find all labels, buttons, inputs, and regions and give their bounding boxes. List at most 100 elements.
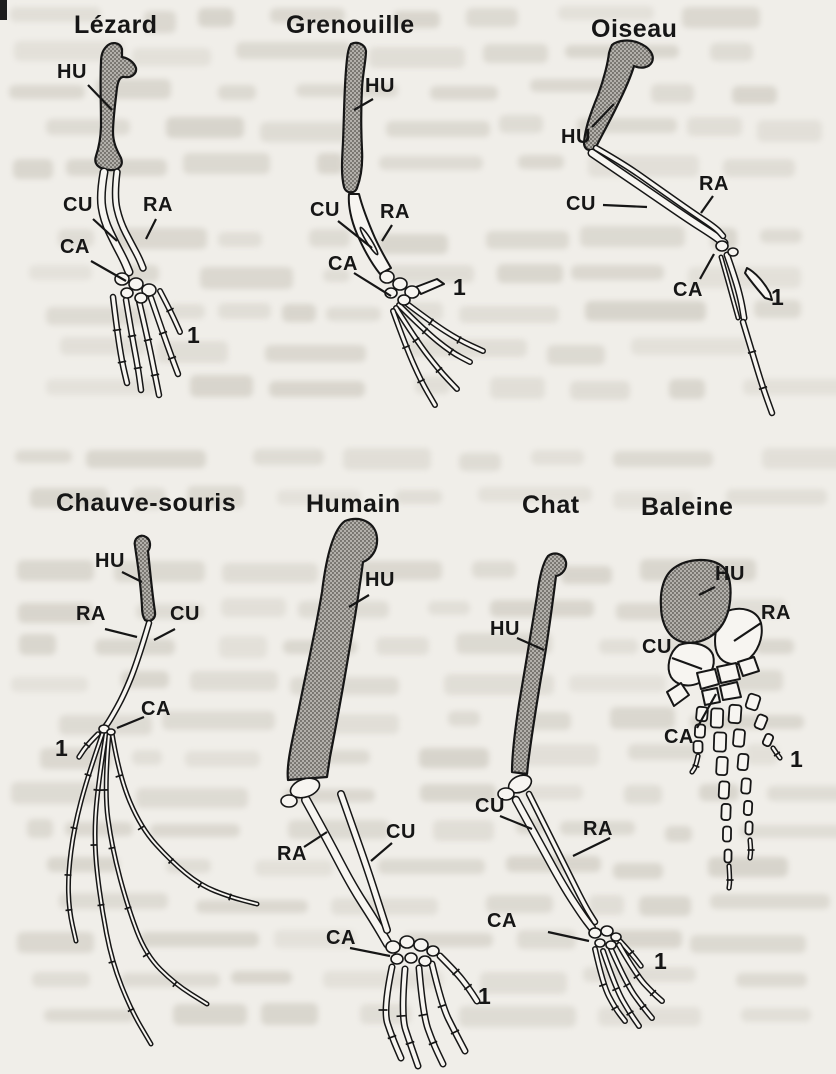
bleed-text-blob <box>427 600 471 616</box>
bleed-text-blob <box>585 301 706 321</box>
bleed-text-blob <box>485 894 554 914</box>
cat-leader-line <box>547 930 590 943</box>
bleed-text-blob <box>623 785 663 804</box>
lizard-label-HU: HU <box>57 61 87 83</box>
bleed-text-blob <box>217 84 257 100</box>
human-leader-line <box>370 842 393 862</box>
bat-leader-line <box>121 571 143 583</box>
bleed-text-blob <box>393 11 441 29</box>
scan-artifact <box>0 0 7 20</box>
bleed-text-blob <box>753 300 802 318</box>
panel-title-frog: Grenouille <box>286 11 415 39</box>
frog-label-HU: HU <box>365 75 395 97</box>
bleed-text-blob <box>190 375 253 397</box>
bleed-text-blob <box>9 7 101 23</box>
bleed-text-blob <box>186 485 245 508</box>
bleed-text-blob <box>580 226 685 247</box>
bleed-text-blob <box>218 232 262 247</box>
human-label-RA: RA <box>277 843 307 865</box>
bleed-text-blob <box>686 117 742 136</box>
bleed-text-blob <box>569 380 631 401</box>
bleed-text-blob <box>485 230 569 249</box>
bleed-text-blob <box>132 749 162 765</box>
lizard-skeleton <box>87 42 183 399</box>
bleed-text-blob <box>709 43 754 62</box>
bleed-text-blob <box>433 820 494 841</box>
bleed-text-blob <box>322 268 351 283</box>
bleed-text-blob <box>482 43 549 64</box>
human-leader-line <box>349 946 391 958</box>
bleed-text-blob <box>161 710 275 730</box>
frog-label-RA: RA <box>380 201 410 223</box>
bleed-text-blob <box>26 818 54 839</box>
bleed-text-blob <box>386 121 490 137</box>
bleed-text-blob <box>558 6 654 20</box>
bleed-text-blob <box>13 41 124 62</box>
bleed-text-blob <box>379 155 484 170</box>
bleed-text-blob <box>95 638 176 655</box>
bleed-text-blob <box>269 380 366 398</box>
lizard-leader-line <box>90 260 127 282</box>
cat-label-HU: HU <box>490 618 520 640</box>
lizard-leader-line <box>145 218 157 240</box>
cat-label-digit1: 1 <box>654 948 667 974</box>
bleed-text-blob <box>522 744 600 766</box>
bleed-text-blob <box>471 560 517 579</box>
whale-label-CU: CU <box>642 636 672 658</box>
bat-label-CA: CA <box>141 698 171 720</box>
frog-leader-line <box>381 224 393 242</box>
bleed-text-blob <box>322 970 443 989</box>
bleed-text-blob <box>419 784 497 802</box>
bleed-text-blob <box>571 265 664 281</box>
frog-leader-line <box>337 220 373 249</box>
bleed-text-blob <box>560 821 635 835</box>
bleed-text-blob <box>16 560 95 581</box>
bleed-text-blob <box>326 307 381 321</box>
bleed-text-blob <box>681 6 760 28</box>
bleed-text-blob <box>168 304 206 319</box>
bat-leader-line <box>104 627 138 639</box>
bleed-text-blob <box>29 264 92 280</box>
bird-label-CA: CA <box>673 279 703 301</box>
bleed-text-blob <box>18 634 57 656</box>
bleed-text-blob <box>610 707 675 729</box>
bleed-text-blob <box>547 344 606 365</box>
bleed-text-blob <box>465 7 519 27</box>
frog-skeleton <box>337 41 486 408</box>
human-leader-line <box>348 594 370 608</box>
bleed-text-blob <box>756 120 822 142</box>
cat-skeleton <box>497 552 665 1029</box>
bleed-text-blob <box>394 489 443 504</box>
bleed-text-blob <box>166 117 245 139</box>
bird-label-RA: RA <box>699 173 729 195</box>
panel-title-bat: Chauve-souris <box>56 489 237 517</box>
bleed-text-blob <box>631 337 750 355</box>
bleed-text-blob <box>766 785 836 802</box>
bleed-text-blob <box>149 823 241 838</box>
cat-leader-line <box>499 814 533 831</box>
human-label-HU: HU <box>365 569 395 591</box>
bleed-text-blob <box>132 47 211 66</box>
bleed-text-blob <box>459 1005 577 1028</box>
bleed-text-blob <box>664 825 692 843</box>
bleed-text-blob <box>736 972 807 987</box>
panel-title-human: Humain <box>306 490 401 518</box>
bleed-text-blob <box>378 858 485 874</box>
bleed-text-blob <box>10 676 89 693</box>
bleed-text-blob <box>252 448 324 466</box>
bleed-text-blob <box>529 78 618 93</box>
bleed-text-blob <box>739 824 836 839</box>
bleed-text-blob <box>45 306 149 326</box>
bleed-text-blob <box>710 894 831 909</box>
lizard-label-CA: CA <box>60 236 90 258</box>
bleed-text-blob <box>198 7 234 28</box>
bleed-text-blob <box>639 895 692 916</box>
cat-leader-line <box>572 837 611 857</box>
frog-label-digit1: 1 <box>453 274 466 300</box>
panel-title-cat: Chat <box>522 491 580 519</box>
bleed-text-blob <box>650 83 694 104</box>
bleed-text-blob <box>518 154 565 170</box>
bleed-text-blob <box>86 450 206 468</box>
